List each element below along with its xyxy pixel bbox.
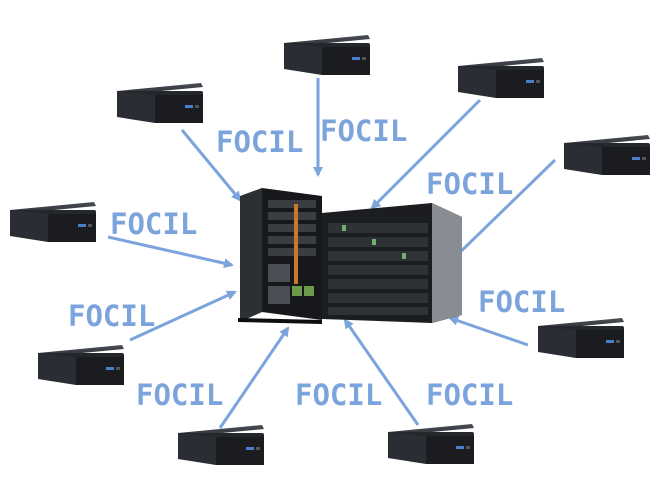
mini-pc-nodes bbox=[10, 35, 650, 465]
arrow-top-right bbox=[370, 98, 482, 210]
arrow-bottom-right bbox=[343, 318, 420, 426]
mini-pc-icon bbox=[564, 135, 650, 175]
label-bottom-left: FOCIL bbox=[136, 378, 223, 412]
rack-server-icon bbox=[322, 203, 462, 323]
mini-pc-icon bbox=[538, 318, 624, 358]
mini-pc-icon bbox=[458, 58, 544, 98]
arrow-left-upper bbox=[107, 235, 234, 269]
arrow-left-lower bbox=[129, 290, 237, 342]
label-top: FOCIL bbox=[320, 114, 407, 148]
label-left-lower: FOCIL bbox=[68, 299, 155, 333]
arrow-bottom-left bbox=[218, 326, 290, 429]
label-bottom-center: FOCIL bbox=[295, 378, 382, 412]
labels: FOCIL FOCIL FOCIL FOCIL FOCIL FOCIL FOCI… bbox=[68, 114, 565, 412]
label-right-upper: FOCIL bbox=[426, 167, 513, 201]
arrow-top-left bbox=[180, 129, 242, 202]
mini-pc-icon bbox=[10, 202, 96, 242]
mini-pc-icon bbox=[388, 424, 474, 464]
mini-pc-icon bbox=[117, 83, 203, 123]
mini-pc-icon bbox=[38, 345, 124, 385]
arrow-right-lower bbox=[448, 315, 529, 347]
mini-pc-icon bbox=[178, 425, 264, 465]
label-right-lower: FOCIL bbox=[478, 285, 565, 319]
arrows bbox=[107, 78, 557, 429]
label-top-left: FOCIL bbox=[216, 125, 303, 159]
tower-server-icon bbox=[238, 188, 322, 324]
label-left-upper: FOCIL bbox=[110, 207, 197, 241]
label-bottom-right: FOCIL bbox=[426, 378, 513, 412]
arrow-right-upper bbox=[448, 158, 557, 264]
mini-pc-icon bbox=[284, 35, 370, 75]
